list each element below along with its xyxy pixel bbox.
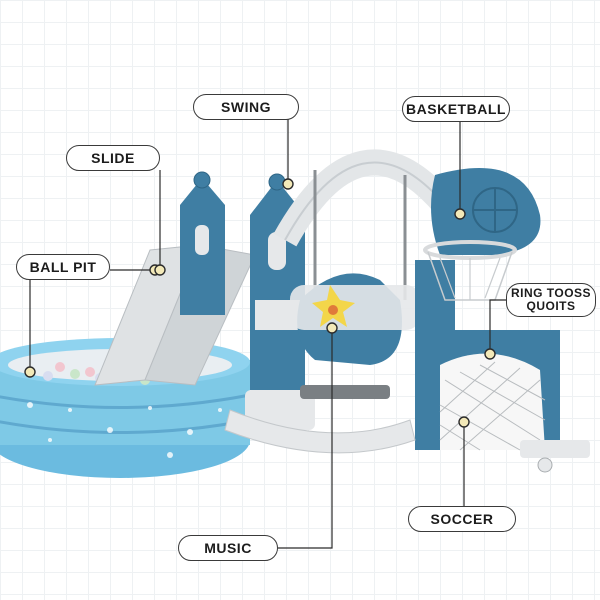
callout-lines	[24, 107, 506, 549]
swing-marker	[282, 178, 294, 190]
soccer-marker	[458, 416, 470, 428]
music-marker	[326, 322, 338, 334]
ball-pit-pool-marker	[24, 366, 36, 378]
ring-toss-label-line1: RING TOOSS	[510, 286, 592, 300]
swing-label: SWING	[193, 94, 299, 120]
ball-pit-label: BALL PIT	[16, 254, 110, 280]
ring-toss-marker	[484, 348, 496, 360]
slide-marker	[154, 264, 166, 276]
ring-toss-label: RING TOOSS QUOITS	[506, 283, 596, 317]
music-label: MUSIC	[178, 535, 278, 561]
soccer-label: SOCCER	[408, 506, 516, 532]
left-tower	[180, 171, 225, 315]
basketball-label: BASKETBALL	[402, 96, 510, 122]
soccer-goal	[415, 330, 590, 473]
swing-frame	[273, 149, 455, 365]
ring-toss-label-line2: QUOITS	[526, 299, 576, 313]
basketball-marker	[454, 208, 466, 220]
base	[224, 385, 416, 454]
slide-label: SLIDE	[66, 145, 160, 171]
